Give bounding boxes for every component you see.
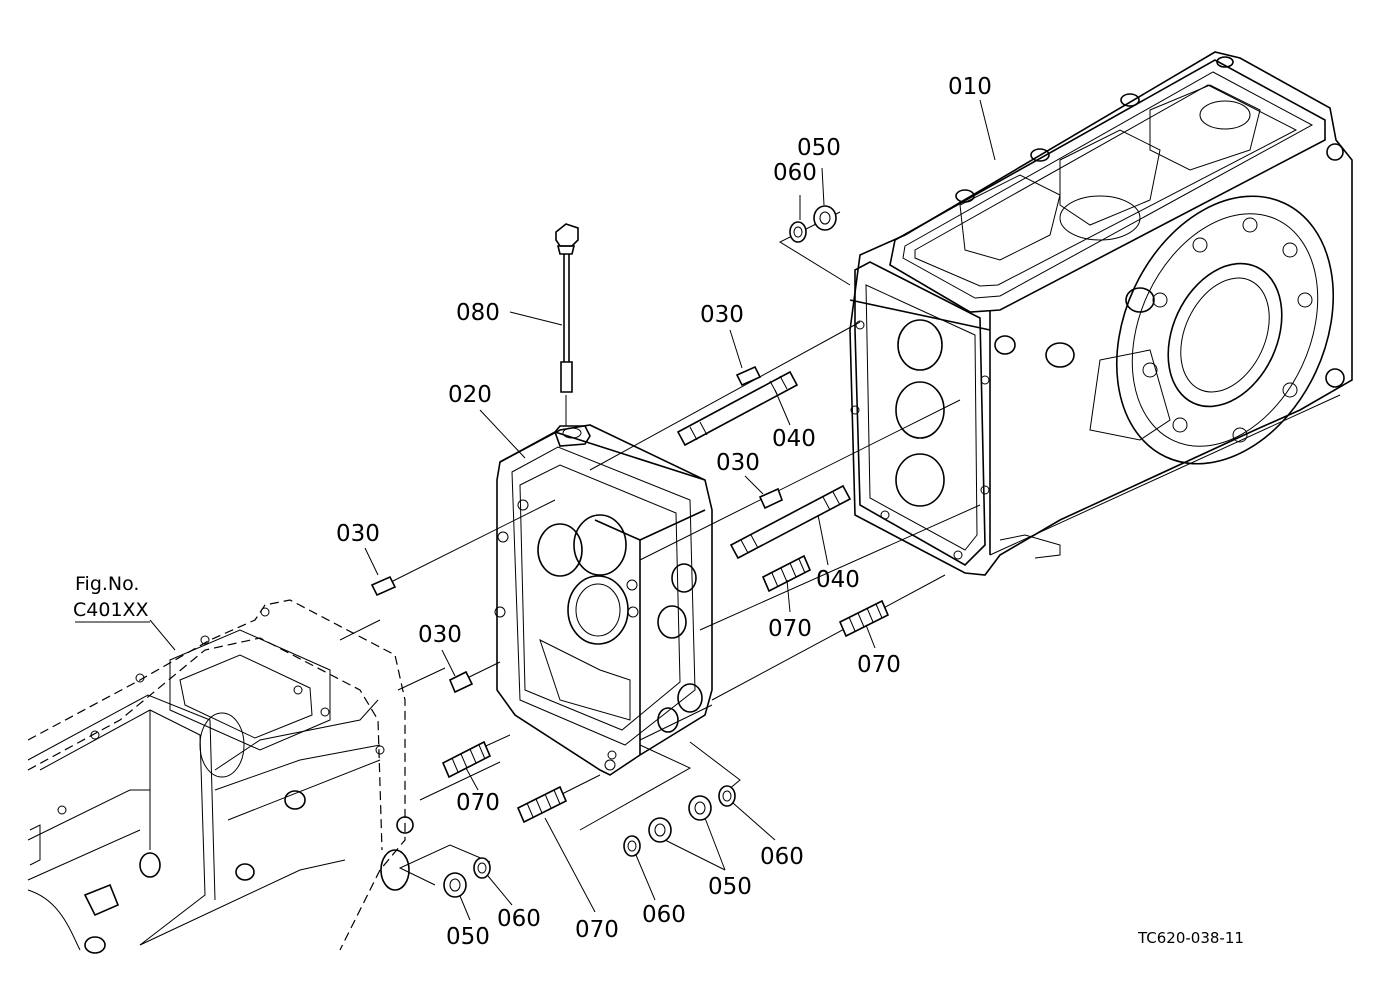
- label-070-bottom: 070: [575, 917, 619, 943]
- label-060-bottom-left: 060: [497, 906, 541, 932]
- part-050-nuts: [443, 205, 837, 898]
- labels: 010 020 080 030 030 030 030 040 040 050 …: [73, 74, 1244, 950]
- part-060-washers: [473, 221, 807, 879]
- part-070-studs: [441, 554, 890, 824]
- figure-ref-line2: C401XX: [73, 599, 149, 621]
- figure-ref-line1: Fig.No.: [75, 573, 139, 595]
- document-code: TC620-038-11: [1137, 929, 1244, 947]
- label-050-bottom-left: 050: [446, 924, 490, 950]
- part-040-studs: [676, 370, 852, 560]
- label-070-right: 070: [857, 652, 901, 678]
- label-030-right: 030: [716, 450, 760, 476]
- label-070-left: 070: [456, 790, 500, 816]
- label-030-left: 030: [336, 521, 380, 547]
- label-060-bottom-right: 060: [760, 844, 804, 870]
- label-060-top: 060: [773, 160, 817, 186]
- label-080: 080: [456, 300, 500, 326]
- label-030-mid: 030: [418, 622, 462, 648]
- part-020-intermediate-case: [494, 424, 713, 776]
- part-080-dipstick: [555, 223, 579, 393]
- part-030-pins: [370, 365, 784, 694]
- label-050-top: 050: [797, 135, 841, 161]
- label-030-top: 030: [700, 302, 744, 328]
- label-050-bottom-right: 050: [708, 874, 752, 900]
- label-040-upper: 040: [772, 426, 816, 452]
- callout-leaders: [75, 99, 996, 921]
- part-010-transmission-case: [849, 51, 1353, 576]
- label-010: 010: [948, 74, 992, 100]
- reference-case-c401xx: [27, 599, 414, 954]
- label-070-upper: 070: [768, 616, 812, 642]
- label-040-lower: 040: [816, 567, 860, 593]
- label-020: 020: [448, 382, 492, 408]
- label-060-bottom-mid: 060: [642, 902, 686, 928]
